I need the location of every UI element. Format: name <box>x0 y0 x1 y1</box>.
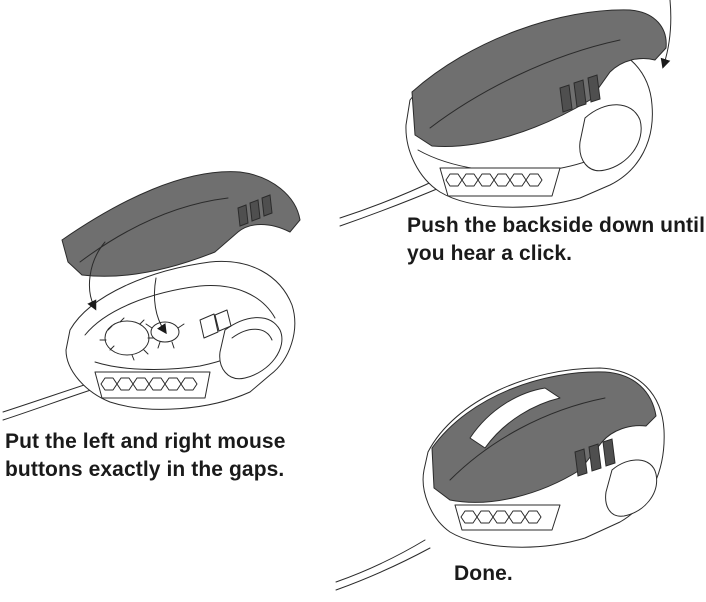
scroll-wheel <box>100 318 154 360</box>
step3-caption-line1: Done. <box>454 562 513 585</box>
step2-caption: Push the backside down until you hear a … <box>407 212 705 268</box>
step2-caption-line2: you hear a click. <box>407 242 573 265</box>
step3-caption: Done. <box>454 560 513 588</box>
step1-caption-line2: buttons exactly in the gaps. <box>5 458 285 481</box>
step2-caption-line1: Push the backside down until <box>407 214 705 237</box>
honeycomb-grip <box>440 168 560 196</box>
honeycomb-grip <box>95 372 210 398</box>
top-shell-loose <box>62 172 300 277</box>
top-shell-fixed <box>432 372 656 502</box>
step1-illustration <box>3 172 300 420</box>
arrow-down-icon <box>660 0 671 69</box>
arrow-down-icon <box>87 242 105 311</box>
step3-illustration <box>336 368 664 590</box>
step2-illustration <box>340 0 671 226</box>
step1-caption-line1: Put the left and right mouse <box>5 430 286 453</box>
step1-caption: Put the left and right mouse buttons exa… <box>5 428 285 484</box>
arrow-down-icon <box>154 278 167 335</box>
side-grip <box>606 460 657 516</box>
side-grip <box>580 105 641 171</box>
honeycomb-grip <box>455 505 560 530</box>
